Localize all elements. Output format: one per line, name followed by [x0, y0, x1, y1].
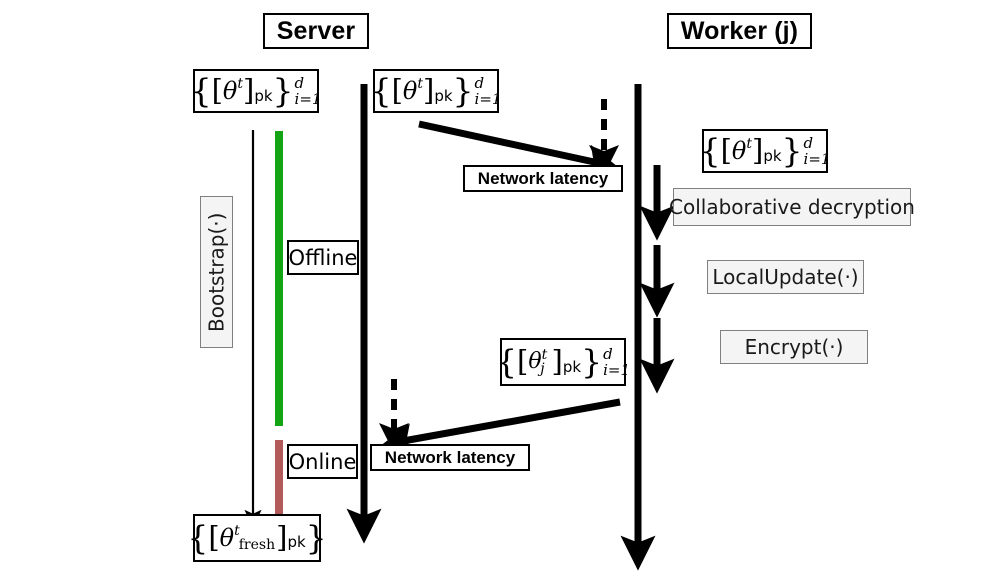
network-latency-down-label: Network latency — [477, 168, 609, 188]
message-label-network-latency-down: Network latency — [463, 165, 623, 192]
phase-box-online: Online — [287, 444, 358, 479]
phase-online-label: Online — [288, 449, 357, 474]
operation-encrypt-label: Encrypt(·) — [744, 335, 844, 359]
operation-box-local-update: LocalUpdate(·) — [707, 260, 864, 294]
message-arrow-server-to-worker — [418, 120, 619, 177]
operation-local-update-label: LocalUpdate(·) — [712, 265, 859, 289]
operation-box-encrypt: Encrypt(·) — [720, 330, 868, 364]
lane-header-server-label: Server — [276, 16, 356, 45]
message-arrow-worker-to-server — [381, 398, 621, 456]
operation-box-collaborative-decryption: Collaborative decryption — [669, 188, 915, 226]
operation-collaborative-decryption-label: Collaborative decryption — [669, 195, 915, 219]
message-label-network-latency-up: Network latency — [370, 444, 530, 471]
operation-bootstrap-label: Bootstrap(·) — [204, 212, 229, 332]
phase-offline-label: Offline — [288, 245, 358, 270]
operation-box-bootstrap: Bootstrap(·) — [200, 196, 233, 348]
lane-header-server: Server — [263, 13, 369, 49]
network-latency-up-label: Network latency — [384, 447, 516, 467]
lane-header-worker-label: Worker (j) — [680, 16, 799, 45]
lane-header-worker: Worker (j) — [667, 13, 812, 49]
phase-box-offline: Offline — [287, 240, 359, 275]
